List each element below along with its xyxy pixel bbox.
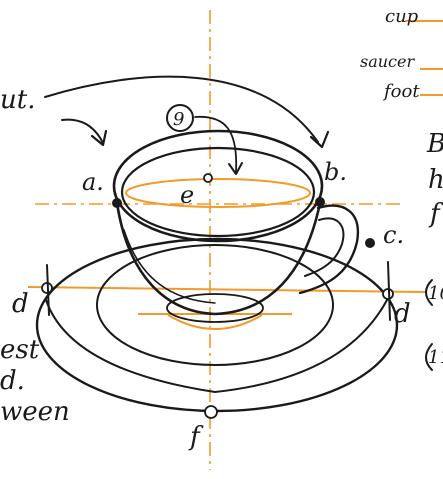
point-e bbox=[204, 174, 212, 182]
label-a: a. bbox=[82, 168, 104, 196]
label-c: c. bbox=[383, 221, 404, 249]
saucer-horizontal-guide bbox=[28, 287, 425, 292]
label-f: f bbox=[188, 422, 204, 452]
label-d-left: d bbox=[12, 289, 29, 319]
margin-text-left-3: ween bbox=[0, 397, 70, 427]
legend-saucer-label: saucer bbox=[360, 52, 415, 71]
margin-text-right-2: h bbox=[428, 165, 443, 195]
reference-points bbox=[42, 174, 393, 418]
margin-text-left-1: est bbox=[0, 335, 40, 365]
inner-rim-guide-ellipse bbox=[126, 179, 310, 207]
point-c bbox=[365, 238, 375, 248]
step-9-number: 9 bbox=[173, 109, 184, 130]
point-b bbox=[315, 197, 325, 207]
step-11-number: 11 bbox=[428, 347, 443, 368]
annotation-arrows bbox=[45, 77, 328, 174]
legend-foot-label: foot bbox=[382, 81, 420, 102]
cup-handle-inner bbox=[305, 218, 343, 276]
margin-text-top-left: ut. bbox=[0, 85, 35, 115]
label-d-right: d bbox=[394, 299, 411, 329]
margin-text-right-3: f bbox=[428, 199, 443, 229]
point-a bbox=[112, 198, 122, 208]
legend-cup-label: cup bbox=[385, 6, 419, 27]
arrow-to-a-head bbox=[92, 131, 106, 145]
tick-d-left bbox=[47, 265, 49, 315]
step-10-number: 10 bbox=[428, 283, 443, 304]
tick-d-right bbox=[388, 262, 390, 320]
arrow-from-9 bbox=[195, 117, 236, 171]
arrow-to-b-head bbox=[311, 132, 328, 147]
point-f bbox=[205, 406, 217, 418]
label-e: e bbox=[180, 181, 194, 209]
label-b: b. bbox=[324, 158, 347, 186]
margin-text-left-2: d. bbox=[0, 366, 25, 396]
saucer-outline bbox=[37, 239, 397, 411]
margin-text-right-1: B bbox=[426, 129, 443, 159]
cup-inner-rim bbox=[122, 148, 314, 236]
saucer-outer-ellipse bbox=[37, 239, 397, 411]
